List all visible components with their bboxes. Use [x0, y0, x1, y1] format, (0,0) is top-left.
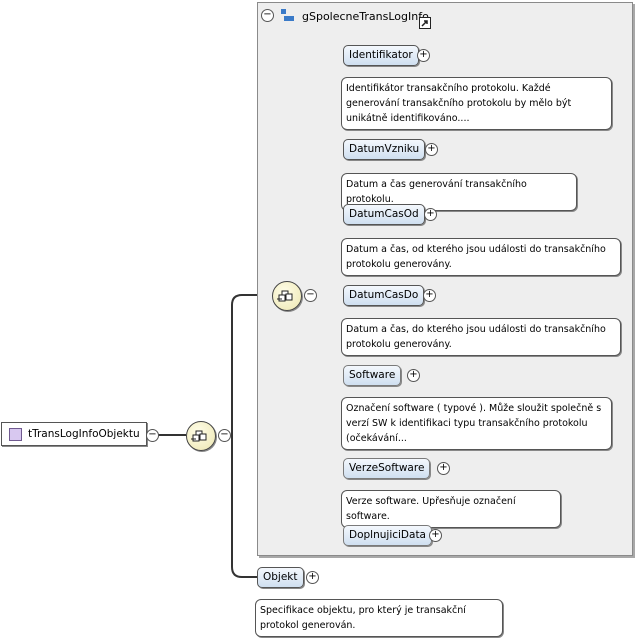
expand-icon[interactable]: +: [423, 289, 436, 302]
doc-datumcasod: Datum a čas, od kterého jsou události do…: [341, 238, 621, 276]
collapse-icon[interactable]: −: [146, 429, 159, 442]
doc-software: Označení software ( typové ). Může slouž…: [341, 397, 612, 450]
complex-type-icon: [9, 428, 22, 441]
root-type-label: tTransLogInfoObjektu: [28, 428, 140, 440]
doc-verzesoftware: Verze software. Upřesňuje označení softw…: [341, 490, 561, 528]
doc-datumcasdo: Datum a čas, do kterého jsou události do…: [341, 318, 621, 356]
element-doplnujicidata[interactable]: DoplnujiciData: [343, 525, 432, 546]
doc-objekt: Specifikace objektu, pro který je transa…: [255, 599, 503, 637]
element-datumcasod[interactable]: DatumCasOd: [343, 204, 425, 225]
doc-identifikator: Identifikátor transakčního protokolu. Ka…: [341, 77, 612, 130]
sequence-glyph-icon: [191, 430, 207, 442]
element-datumcasdo[interactable]: DatumCasDo: [343, 285, 425, 306]
expand-icon[interactable]: +: [424, 208, 437, 221]
collapse-icon[interactable]: −: [304, 289, 317, 302]
expand-icon[interactable]: +: [425, 143, 438, 156]
expand-icon[interactable]: +: [407, 369, 420, 382]
sequence-compositor-icon: [186, 421, 216, 451]
collapse-group-icon[interactable]: −: [261, 9, 274, 22]
expand-icon[interactable]: +: [417, 49, 430, 62]
expand-icon[interactable]: +: [437, 462, 450, 475]
group-title[interactable]: gSpolecneTransLogInfo: [302, 10, 429, 23]
element-software[interactable]: Software: [343, 365, 402, 386]
expand-icon[interactable]: +: [306, 571, 319, 584]
expand-icon[interactable]: +: [429, 529, 442, 542]
sequence-compositor-icon: [272, 281, 302, 311]
external-link-icon[interactable]: [419, 17, 431, 29]
element-identifikator[interactable]: Identifikator: [343, 45, 419, 66]
element-verzesoftware[interactable]: VerzeSoftware: [343, 458, 431, 479]
group-icon: [281, 9, 294, 21]
collapse-icon[interactable]: −: [218, 429, 231, 442]
element-datumvzniku[interactable]: DatumVzniku: [343, 139, 426, 160]
sequence-glyph-icon: [277, 290, 293, 302]
root-type[interactable]: tTransLogInfoObjektu: [1, 422, 147, 446]
element-objekt[interactable]: Objekt: [257, 567, 304, 588]
